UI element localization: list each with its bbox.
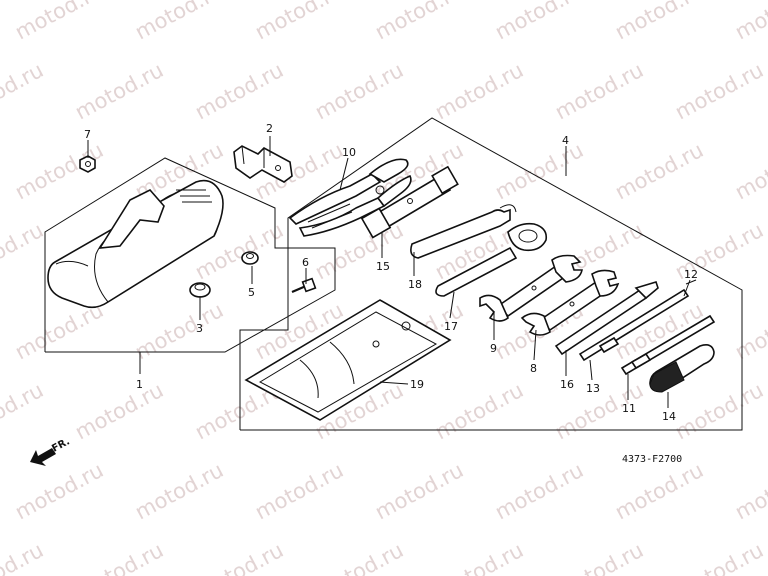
watermark-text: motod.ru — [0, 58, 47, 124]
part-number-18: 18 — [408, 278, 422, 291]
watermark-text: motod.ru — [671, 378, 767, 444]
part-number-19: 19 — [410, 378, 424, 391]
front-label: FR. — [50, 436, 72, 454]
watermark-text: motod.ru — [251, 0, 347, 44]
part-number-3: 3 — [196, 322, 203, 335]
watermark-text: motod.ru — [431, 538, 527, 576]
part-number-1: 1 — [136, 378, 143, 391]
watermark-text: motod.ru — [731, 298, 768, 364]
part-number-16: 16 — [560, 378, 574, 391]
watermark-text: motod.ru — [551, 58, 647, 124]
part-number-14: 14 — [662, 410, 676, 423]
watermark-text: motod.ru — [11, 0, 107, 44]
part-number-12: 12 — [684, 268, 698, 281]
part-number-8: 8 — [530, 362, 537, 375]
watermark-text: motod.ru — [0, 218, 47, 284]
tool-bag-group-box — [44, 157, 336, 353]
open-end-wrench-9 — [479, 254, 583, 322]
watermark-text: motod.ru — [311, 538, 407, 576]
watermark-text: motod.ru — [671, 538, 767, 576]
part-number-4: 4 — [562, 134, 569, 147]
watermark-text: motod.ru — [611, 0, 707, 44]
open-end-wrench-8 — [520, 269, 620, 336]
leader-lines — [87, 136, 691, 408]
watermark-text: motod.ru — [611, 458, 707, 524]
pliers — [288, 158, 412, 237]
watermark-text: motod.ru — [71, 58, 167, 124]
watermark-text: motod.ru — [731, 138, 768, 204]
watermark-text: motod.ru — [191, 538, 287, 576]
watermark-text: motod.ru — [131, 0, 227, 44]
watermark-text: motod.ru — [491, 0, 587, 44]
part-number-callouts: 1 2 3 4 5 6 7 8 9 10 11 12 13 14 15 16 1… — [84, 122, 698, 423]
pin-spanner — [435, 222, 548, 297]
watermark-text: motod.ru — [611, 138, 707, 204]
part-number-2: 2 — [266, 122, 273, 135]
watermark-text: motod.ru — [731, 458, 768, 524]
part-number-10: 10 — [342, 146, 356, 159]
watermark-text: motod.ru — [311, 58, 407, 124]
front-direction-indicator: FR. — [30, 436, 72, 466]
front-arrow-icon — [30, 448, 56, 466]
watermark-text: motod.ru — [131, 298, 227, 364]
watermark-text: motod.ru — [251, 458, 347, 524]
watermark-text: motod.ru — [71, 538, 167, 576]
watermark-text: motod.ru — [491, 458, 587, 524]
part-number-5: 5 — [248, 286, 255, 299]
tool-bag — [47, 179, 224, 309]
tool-set-group-box — [239, 117, 743, 431]
nut — [79, 155, 96, 173]
box-wrench — [360, 165, 459, 239]
bolt — [291, 277, 317, 294]
grommet — [189, 282, 211, 298]
watermark-text: motod.ru — [11, 458, 107, 524]
part-number-11: 11 — [622, 402, 636, 415]
collar — [241, 251, 259, 265]
watermark-text: motod.ru — [371, 458, 467, 524]
watermark-text: motod.ru — [11, 138, 107, 204]
screwdriver-bit-11 — [620, 279, 716, 376]
diagram-code: 4373-F2700 — [622, 454, 682, 465]
part-number-17: 17 — [444, 320, 458, 333]
watermark-text: motod.ru — [191, 58, 287, 124]
watermark-text: motod.ru — [0, 538, 47, 576]
part-number-7: 7 — [84, 128, 91, 141]
watermark-text: motod.ru — [0, 378, 47, 444]
watermark-text: motod.ru — [371, 0, 467, 44]
watermark-text: motod.ru — [491, 138, 587, 204]
watermark-text: motod.ru — [551, 538, 647, 576]
watermark-text: motod.ru — [431, 58, 527, 124]
part-number-15: 15 — [376, 260, 390, 273]
bracket — [233, 145, 293, 183]
screwdriver-bit-13 — [578, 288, 690, 362]
hook-spanner — [410, 204, 517, 259]
part-number-6: 6 — [302, 256, 309, 269]
watermark-text: motod.ru — [431, 378, 527, 444]
tool-pouch — [244, 299, 452, 421]
watermark-text: motod.ru — [71, 378, 167, 444]
watermark-text: motod.ru — [731, 0, 768, 44]
screwdriver-handle — [649, 344, 715, 393]
extension-bar — [554, 281, 659, 356]
part-number-13: 13 — [586, 382, 600, 395]
watermark-text: motod.ru — [671, 58, 767, 124]
part-number-9: 9 — [490, 342, 497, 355]
watermark-text: motod.ru — [131, 458, 227, 524]
